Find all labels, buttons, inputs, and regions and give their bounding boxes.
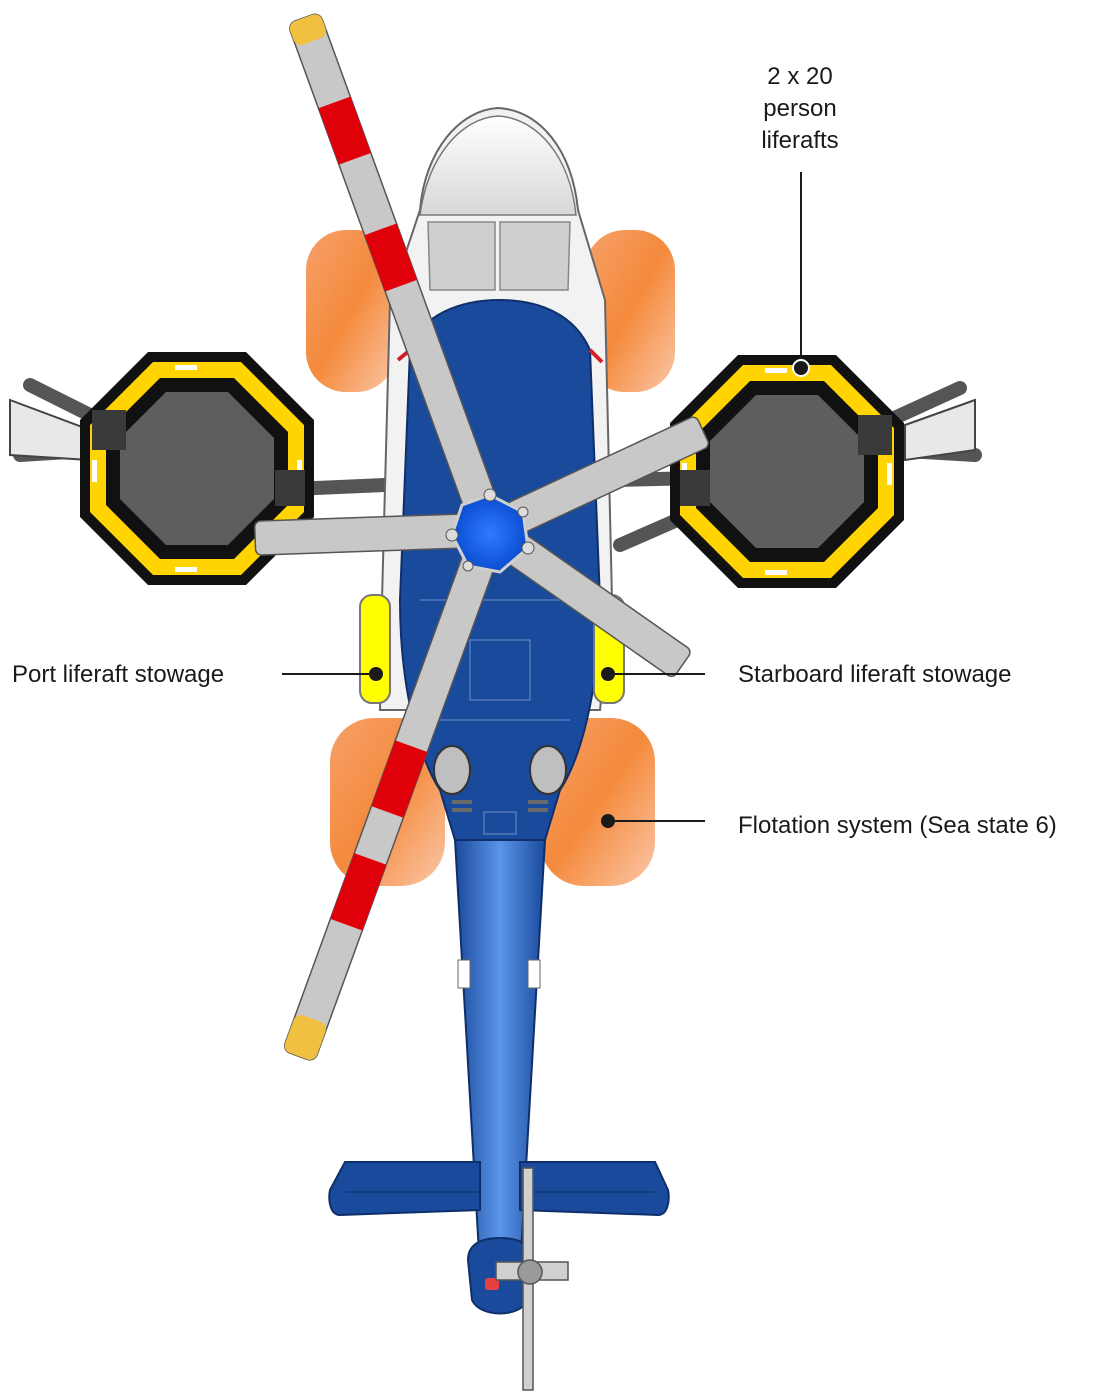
main-rotor-blade-3 xyxy=(255,514,466,555)
port-liferaft-stowage xyxy=(360,595,390,703)
liferafts-callout-label: 2 x 20 person liferafts xyxy=(730,61,870,157)
flotation-label: Flotation system (Sea state 6) xyxy=(738,810,1057,842)
starboard-liferaft xyxy=(670,355,904,588)
starboard-stowage-label: Starboard liferaft stowage xyxy=(738,659,1011,691)
liferafts-label-line-1: 2 x 20 xyxy=(730,61,870,93)
port-stowage-label: Port liferaft stowage xyxy=(12,659,224,691)
liferafts-label-line-3: liferafts xyxy=(730,125,870,157)
starboard-stowage-leader-dot xyxy=(601,667,615,681)
flotation-leader-dot xyxy=(601,814,615,828)
liferafts-leader-dot xyxy=(793,360,809,376)
liferafts-label-line-2: person xyxy=(730,93,870,125)
port-stowage-leader-dot xyxy=(369,667,383,681)
